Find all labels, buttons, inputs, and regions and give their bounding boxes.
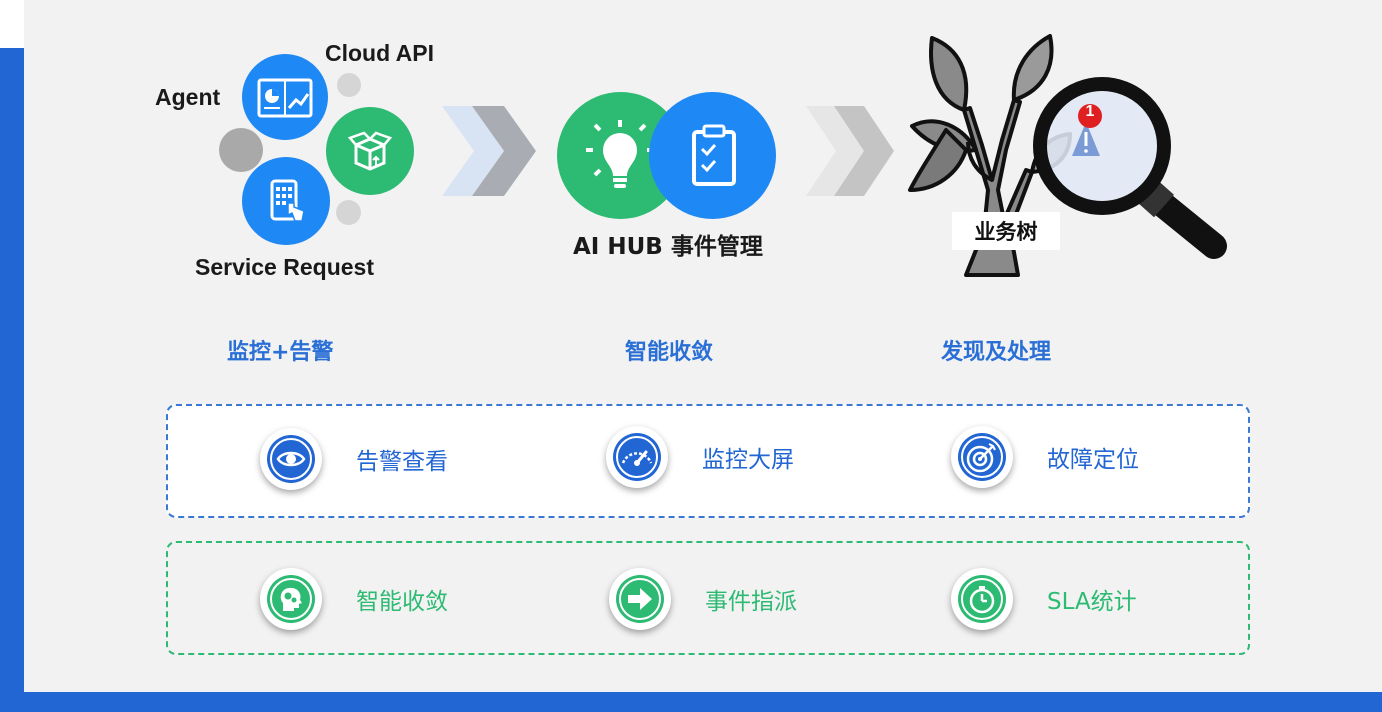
monitor-feature-group — [166, 404, 1250, 518]
magnifier-icon — [1033, 77, 1227, 259]
checklist-circle — [649, 92, 776, 219]
arrow-right-icon — [619, 578, 661, 620]
feature-label: 故障定位 — [1047, 447, 1139, 473]
package-icon — [347, 131, 393, 171]
feature-label: SLA统计 — [1047, 589, 1137, 615]
mobile-touch-icon — [270, 179, 305, 222]
feature-label: 智能收敛 — [356, 589, 448, 615]
report-circle — [242, 54, 328, 140]
box-circle — [326, 107, 414, 195]
alert-badge-number: 1 — [1085, 103, 1095, 120]
feature-label: 事件指派 — [705, 589, 797, 615]
source-label-cloud-api: Cloud API — [325, 40, 435, 66]
feature-event-assign[interactable]: 事件指派 — [609, 568, 797, 630]
feature-alert-view[interactable]: 告警查看 — [260, 428, 448, 490]
feature-smart-converge[interactable]: 智能收敛 — [260, 568, 448, 630]
feature-monitor-screen[interactable]: 监控大屏 — [606, 426, 794, 488]
left-accent-bar — [0, 48, 24, 712]
eye-icon — [270, 438, 312, 480]
stopwatch-icon — [961, 578, 1003, 620]
stage-discover-handle: 发现及处理 — [941, 340, 1052, 365]
feature-sla-stats[interactable]: SLA统计 — [951, 568, 1137, 630]
decor-dot — [337, 73, 361, 97]
hub-label: AI HUB 事件管理 — [573, 234, 763, 260]
mobile-circle — [242, 157, 330, 245]
bottom-accent-bar — [0, 692, 1382, 712]
flow-chevron-1 — [442, 106, 536, 196]
lightbulb-icon — [586, 120, 654, 188]
stage-smart-converge: 智能收敛 — [625, 340, 714, 365]
speedometer-icon — [616, 436, 658, 478]
flow-chevron-2 — [806, 106, 894, 196]
event-feature-group — [166, 541, 1250, 655]
feature-label: 监控大屏 — [702, 447, 794, 473]
decor-dot — [219, 128, 263, 172]
clipboard-check-icon — [692, 124, 736, 186]
source-label-service-request: Service Request — [195, 254, 374, 280]
feature-fault-locate[interactable]: 故障定位 — [951, 426, 1139, 488]
target-icon — [961, 436, 1003, 478]
feature-label: 告警查看 — [356, 449, 448, 475]
stage-monitor-alert: 监控+告警 — [227, 340, 334, 365]
decor-dot — [336, 200, 361, 225]
tree-label: 业务树 — [952, 212, 1060, 250]
report-chart-icon — [257, 78, 313, 118]
brain-gear-icon — [270, 578, 312, 620]
source-label-agent: Agent — [155, 84, 221, 110]
